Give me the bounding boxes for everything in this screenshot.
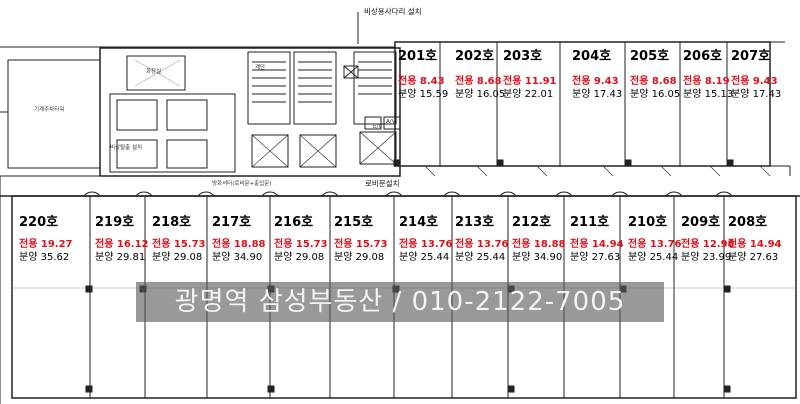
sale-area: 분양 16.05	[630, 89, 681, 100]
exclusive-area: 전용 8.19	[683, 76, 730, 87]
sale-area: 분양 29.08	[274, 252, 325, 263]
unit-number: 214호	[399, 215, 439, 230]
sale-area: 분양 29.81	[95, 252, 146, 263]
exclusive-area: 전용 13.76	[455, 239, 509, 250]
exclusive-area: 전용 18.88	[212, 239, 266, 250]
sale-area: 분양 27.63	[570, 252, 621, 263]
watermark: 광명역 삼성부동산 / 010-2122-7005	[136, 282, 664, 322]
unit-number: 204호	[572, 49, 612, 64]
exclusive-area: 전용 8.68	[455, 76, 502, 87]
sale-area: 분양 34.90	[212, 252, 263, 263]
unit-number: 202호	[455, 49, 495, 64]
exclusive-area: 전용 13.76	[399, 239, 453, 250]
sale-area: 분양 23.99	[681, 252, 732, 263]
sale-area: 분양 25.44	[399, 252, 450, 263]
exclusive-area: 전용 14.94	[728, 239, 782, 250]
sale-area: 분양 34.90	[512, 252, 563, 263]
exclusive-area: 전용 14.94	[570, 239, 624, 250]
sale-area: 분양 35.62	[19, 252, 70, 263]
unit-number: 219호	[95, 215, 135, 230]
exclusive-area: 전용 15.73	[152, 239, 206, 250]
unit-number: 210호	[628, 215, 668, 230]
exclusive-area: 전용 8.43	[398, 76, 445, 87]
exclusive-area: 전용 12.98	[681, 239, 735, 250]
sale-area: 분양 29.08	[152, 252, 203, 263]
exclusive-area: 전용 13.76	[628, 239, 682, 250]
restroom-label: 화장실	[146, 69, 162, 75]
sale-area: 분양 25.44	[455, 252, 506, 263]
bottom-note: 방화셔터(로비문+출입문)	[212, 181, 272, 187]
sale-area: 분양 15.13	[683, 89, 734, 100]
sale-area: 분양 25.44	[628, 252, 679, 263]
exclusive-area: 전용 16.12	[95, 239, 149, 250]
unit-number: 209호	[681, 215, 721, 230]
exclusive-area: 전용 11.91	[503, 76, 557, 87]
unit-number: 208호	[728, 215, 768, 230]
exclusive-area: 전용 9.43	[572, 76, 619, 87]
escape-ladder-note: 비상용사다리 설치	[364, 7, 422, 16]
unit-number: 212호	[512, 215, 552, 230]
machine-parking-label: 기계주차타워	[34, 107, 65, 113]
exclusive-area: 전용 19.27	[19, 239, 73, 250]
sale-area: 분양 29.08	[334, 252, 385, 263]
exclusive-area: 전용 15.73	[274, 239, 328, 250]
exclusive-area: 전용 8.68	[630, 76, 677, 87]
sale-area: 분양 22.01	[503, 89, 554, 100]
unit-number: 201호	[398, 49, 438, 64]
sale-area: 분양 16.05	[455, 89, 506, 100]
unit-number: 218호	[152, 215, 192, 230]
unit-number: 205호	[630, 49, 670, 64]
elevator-label: E/V	[373, 124, 383, 130]
unit-number: 220호	[19, 215, 59, 230]
unit-number: 207호	[731, 49, 771, 64]
exclusive-area: 전용 15.73	[334, 239, 388, 250]
unit-number: 211호	[570, 215, 610, 230]
unit-number: 203호	[503, 49, 543, 64]
sale-area: 분양 27.63	[728, 252, 779, 263]
lobby-door-note: 로비문설치	[365, 179, 400, 188]
unit-number: 213호	[455, 215, 495, 230]
exclusive-area: 전용 18.88	[512, 239, 566, 250]
sale-area: 분양 17.43	[731, 89, 782, 100]
sale-area: 분양 15.59	[398, 89, 449, 100]
sale-area: 분양 17.43	[572, 89, 623, 100]
unit-number: 217호	[212, 215, 252, 230]
unit-number: 206호	[683, 49, 723, 64]
stair-label: 계단	[255, 65, 266, 71]
misc-note: 비상탈출 설치	[110, 145, 143, 151]
av-label: A/V	[386, 119, 396, 125]
unit-number: 215호	[334, 215, 374, 230]
exclusive-area: 전용 9.43	[731, 76, 778, 87]
unit-number: 216호	[274, 215, 314, 230]
